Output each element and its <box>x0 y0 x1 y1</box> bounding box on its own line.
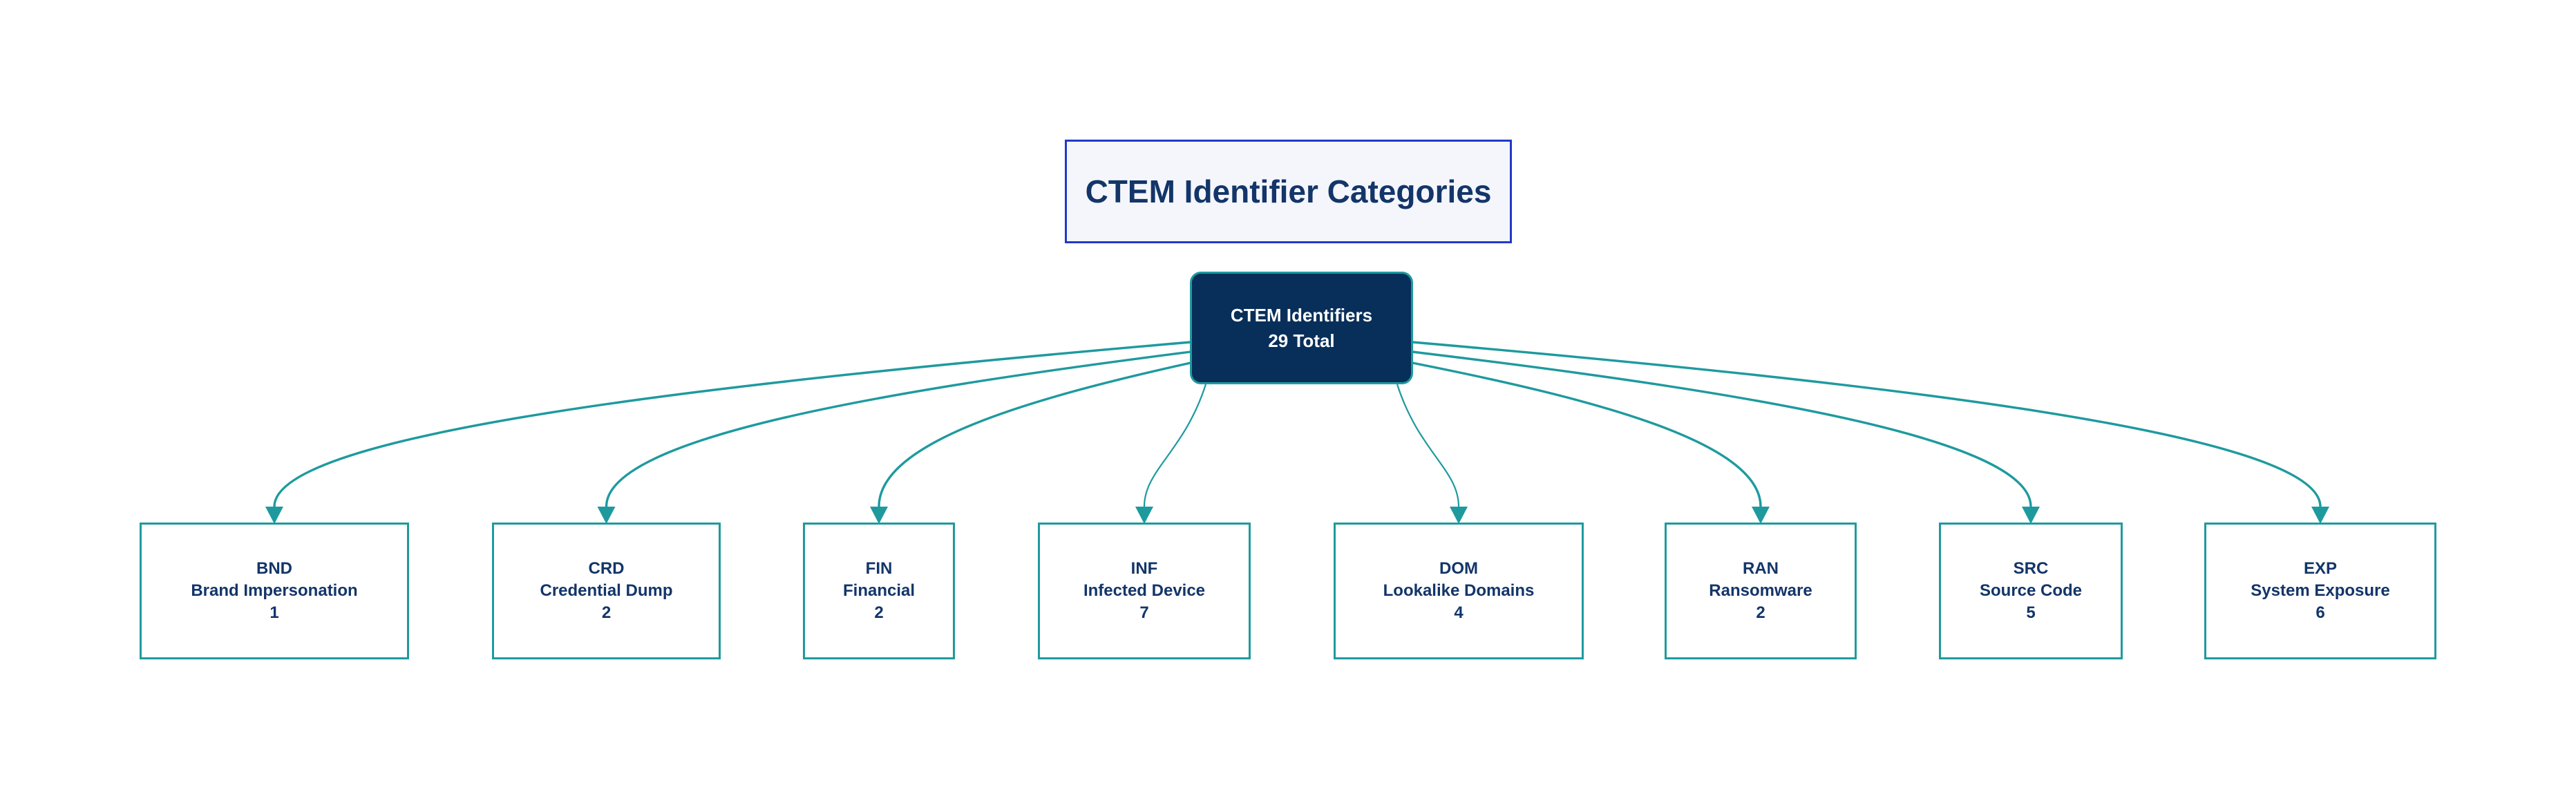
category-box-inf: INF Infected Device 7 <box>1038 523 1251 659</box>
arrowhead-icon-fin <box>870 507 888 524</box>
edge-path-exp <box>1412 341 2322 507</box>
category-box-exp: EXP System Exposure 6 <box>2204 523 2436 659</box>
category-code: EXP <box>2303 559 2338 578</box>
arrowhead-icon-src <box>2022 507 2040 524</box>
category-box-src: SRC Source Code 5 <box>1939 523 2123 659</box>
category-count: 1 <box>269 603 279 622</box>
root-node-total: 29 Total <box>1268 330 1335 351</box>
arrowhead-icon-inf <box>1135 507 1153 524</box>
edge-path-dom <box>1396 384 1460 507</box>
category-name: Ransomware <box>1709 581 1812 600</box>
category-count: 7 <box>1139 603 1149 622</box>
category-code: SRC <box>2013 559 2049 578</box>
category-name: Credential Dump <box>540 581 673 600</box>
category-code: BND <box>256 559 292 578</box>
edge-path-ran <box>1412 361 1762 507</box>
arrowhead-icon-bnd <box>265 507 283 524</box>
category-box-bnd: BND Brand Impersonation 1 <box>140 523 409 659</box>
category-box-fin: FIN Financial 2 <box>803 523 955 659</box>
category-name: Brand Impersonation <box>191 581 358 600</box>
category-box-crd: CRD Credential Dump 2 <box>492 523 721 659</box>
edge-path-inf <box>1143 384 1207 507</box>
category-count: 2 <box>601 603 612 622</box>
category-name: Infected Device <box>1083 581 1206 600</box>
category-count: 2 <box>1756 603 1765 622</box>
category-count: 2 <box>874 603 884 622</box>
arrowhead-icon-ran <box>1752 507 1770 524</box>
diagram-title-box: CTEM Identifier Categories <box>1065 140 1512 243</box>
category-code: DOM <box>1439 559 1478 578</box>
root-node-ctem-identifiers: CTEM Identifiers 29 Total <box>1190 272 1413 384</box>
category-code: RAN <box>1743 559 1779 578</box>
edge-path-bnd <box>273 341 1191 507</box>
category-name: Financial <box>842 581 916 600</box>
category-code: FIN <box>865 559 893 578</box>
edge-path-src <box>1412 350 2032 507</box>
arrowhead-icon-dom <box>1450 507 1468 524</box>
category-box-dom: DOM Lookalike Domains 4 <box>1334 523 1584 659</box>
arrowhead-icon-crd <box>597 507 616 524</box>
diagram-title: CTEM Identifier Categories <box>1085 173 1492 209</box>
category-count: 5 <box>2026 603 2036 622</box>
category-name: Lookalike Domains <box>1383 581 1535 600</box>
category-count: 6 <box>2315 603 2325 622</box>
category-count: 4 <box>1454 603 1464 622</box>
category-box-ran: RAN Ransomware 2 <box>1665 523 1857 659</box>
root-node-label: CTEM Identifiers <box>1230 304 1373 326</box>
edge-path-crd <box>605 350 1191 507</box>
category-name: System Exposure <box>2251 581 2390 600</box>
arrowhead-icon-exp <box>2311 507 2329 524</box>
edge-path-fin <box>878 361 1191 507</box>
category-code: INF <box>1130 559 1158 578</box>
category-code: CRD <box>588 559 625 578</box>
category-name: Source Code <box>1979 581 2083 600</box>
